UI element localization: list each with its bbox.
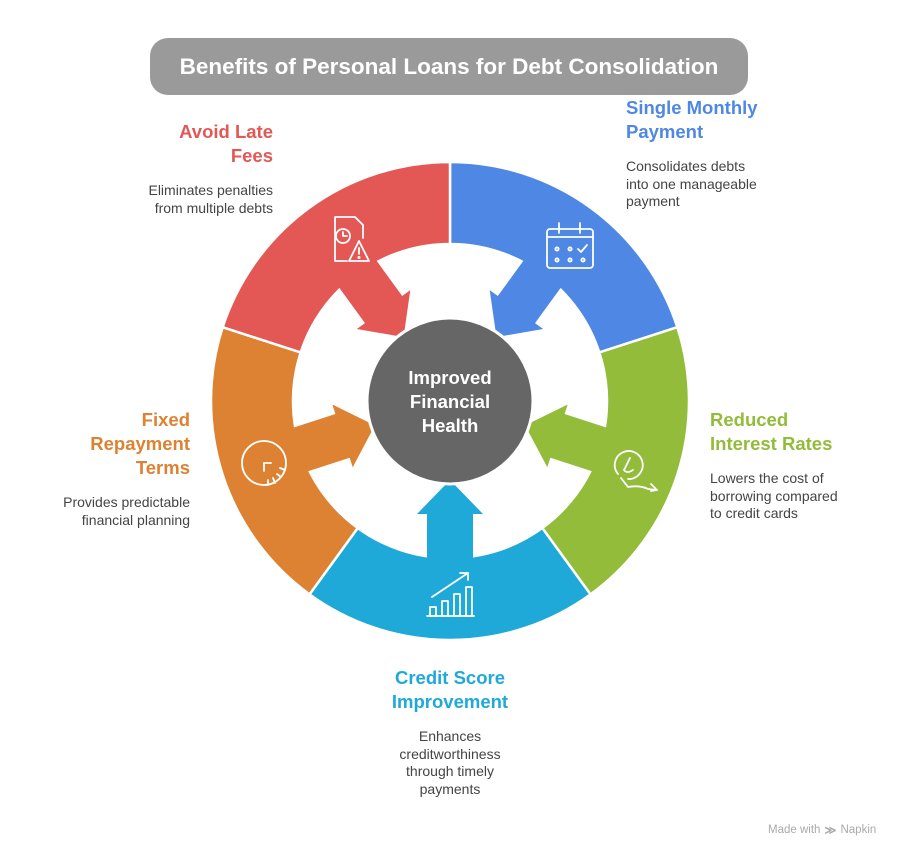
segment-title: Fixed Repayment Terms xyxy=(90,409,190,478)
segment-reduced-interest-rates: Reduced Interest Rates Lowers the cost o… xyxy=(710,408,900,523)
segment-title: Reduced Interest Rates xyxy=(710,409,833,454)
document-clock-warning-icon xyxy=(334,216,370,262)
segment-title: Single Monthly Payment xyxy=(626,97,758,142)
ring-segment-fixed xyxy=(209,325,360,597)
segment-avoid-late-fees: Avoid Late Fees Eliminates penalties fro… xyxy=(73,120,273,217)
center-label: Improved Financial Health xyxy=(408,367,492,436)
segment-single-monthly-payment: Single Monthly Payment Consolidates debt… xyxy=(626,96,826,211)
clock-dial-icon xyxy=(241,440,287,486)
segment-title: Credit Score Improvement xyxy=(391,667,509,712)
growth-chart-icon xyxy=(426,572,475,617)
napkin-logo-icon: ≫ xyxy=(824,825,837,837)
segment-description: Consolidates debts into one manageable p… xyxy=(626,158,757,209)
segment-description: Eliminates penalties from multiple debts xyxy=(148,182,273,216)
diagram-title: Benefits of Personal Loans for Debt Cons… xyxy=(150,38,748,95)
arrow-interest xyxy=(525,404,612,473)
coin-down-arrow-icon xyxy=(613,450,658,492)
calendar-icon xyxy=(546,222,594,269)
ring-segment-single xyxy=(448,160,679,355)
segment-title: Avoid Late Fees xyxy=(179,121,273,166)
footer-brand: Napkin xyxy=(840,824,877,836)
segment-fixed-repayment-terms: Fixed Repayment Terms Provides predictab… xyxy=(20,408,190,529)
arrow-latefees xyxy=(336,256,411,338)
arrow-single xyxy=(489,256,564,338)
arrow-fixed xyxy=(288,404,375,473)
ring-segment-latefees xyxy=(221,160,452,355)
segment-credit-score-improvement: Credit Score Improvement Enhances credit… xyxy=(340,666,560,798)
arrow-credit xyxy=(417,480,483,563)
segment-description: Enhances creditworthiness through timely… xyxy=(399,728,501,797)
center-circle xyxy=(365,316,535,486)
segment-description: Provides predictable financial planning xyxy=(63,494,190,528)
footer-credit: Made with ≫ Napkin xyxy=(768,823,876,837)
footer-made-with: Made with xyxy=(768,824,821,836)
segment-description: Lowers the cost of borrowing compared to… xyxy=(710,470,838,521)
